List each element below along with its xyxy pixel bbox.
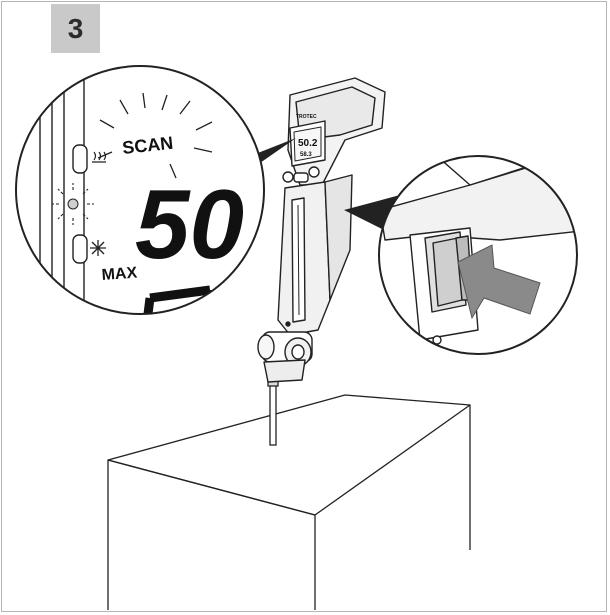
temperature-probe	[267, 377, 279, 446]
device-brand: TROTEC	[296, 114, 317, 120]
zoom-reading: 50	[135, 169, 244, 279]
device-display-sub: 58.3	[300, 152, 312, 158]
thermometer-device	[257, 77, 386, 383]
measured-box	[107, 394, 471, 610]
device-display-reading: 50.2	[298, 138, 318, 149]
press-arrow-icon	[457, 244, 541, 320]
display-zoom-circle: 50	[15, 65, 265, 315]
step-number-badge: 3	[51, 4, 100, 53]
zoom-max-label: MAX	[101, 265, 138, 284]
step-number: 3	[67, 12, 84, 44]
trigger-zoom-circle	[378, 155, 578, 355]
